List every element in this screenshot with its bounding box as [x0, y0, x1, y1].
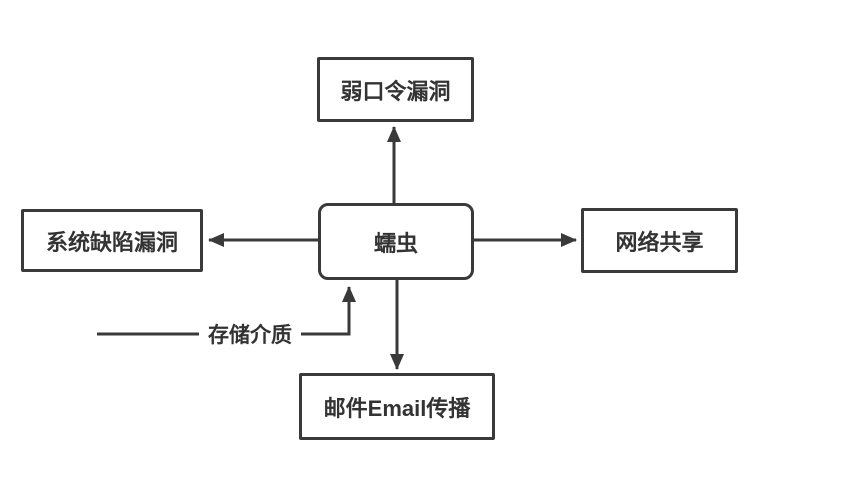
node-email-propagation[interactable]: 邮件Email传播 [299, 373, 495, 440]
arrow-storage-to-worm [299, 286, 356, 336]
node-weak-password-vulnerability[interactable]: 弱口令漏洞 [317, 57, 474, 122]
node-worm[interactable]: 蠕虫 [318, 203, 474, 280]
node-network-share[interactable]: 网络共享 [581, 208, 738, 273]
label-storage-media: 存储介质 [199, 320, 301, 348]
node-system-flaw-vulnerability[interactable]: 系统缺陷漏洞 [21, 209, 203, 272]
